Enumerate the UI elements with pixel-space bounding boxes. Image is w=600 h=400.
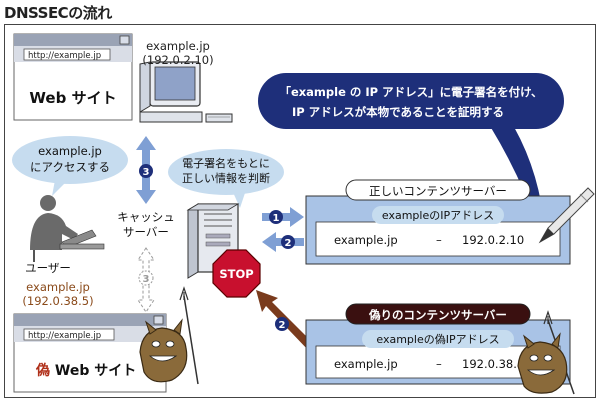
cache-speech-bubble: 電子署名をもとに 正しい情報を判断	[168, 149, 284, 208]
step-3-badge: 3	[143, 167, 150, 178]
callout-line-1: 「example の IP アドレス」に電子署名を付け、	[279, 85, 542, 99]
step-3-dashed-badge: 3	[143, 274, 150, 285]
user-label: ユーザー	[25, 261, 71, 275]
cache-label-line-1: キャッシュ	[117, 210, 175, 224]
step-3-arrow: 3	[136, 136, 156, 204]
fake-domain-text: example.jp	[26, 280, 90, 294]
legitimate-dash: –	[436, 233, 442, 247]
stop-label: STOP	[219, 267, 253, 281]
user-bubble-line-1: example.jp	[38, 144, 102, 158]
legitimate-address-header: exampleのIPアドレス	[382, 209, 494, 222]
window-control-icon	[119, 35, 130, 45]
fake-url-bar	[23, 328, 115, 341]
legitimate-server-title: 正しいコンテンツサーバー	[369, 184, 507, 198]
url-text: http://example.jp	[28, 51, 101, 61]
server-ip-text: (192.0.2.10)	[142, 53, 213, 67]
devil-icon-left	[139, 286, 199, 385]
fake-website-label: 偽 Web サイト	[35, 362, 136, 379]
step-2-badge-legit: 2	[285, 238, 292, 249]
web-server-computer-icon	[139, 61, 233, 123]
step-1-badge: 1	[273, 213, 280, 224]
fake-server-dash: –	[436, 357, 442, 371]
legit-website-label: Web サイト	[29, 89, 116, 107]
window-control-icon	[153, 315, 164, 325]
legitimate-ip: 192.0.2.10	[462, 233, 524, 247]
fake-ip-text: (192.0.38.5)	[22, 294, 93, 308]
fake-url-text: http://example.jp	[28, 331, 101, 341]
fake-address-header: exampleの偽IPアドレス	[376, 332, 499, 346]
user-bubble-line-2: にアクセスする	[30, 160, 110, 174]
step-2-arrow-fake: 2	[256, 290, 316, 352]
legitimate-domain: example.jp	[334, 233, 398, 247]
devil-icon-right	[517, 310, 575, 395]
legit-website-window: http://example.jp Web サイト	[13, 33, 133, 121]
cache-bubble-line-2: 正しい情報を判断	[182, 171, 270, 185]
legitimate-content-server: 正しいコンテンツサーバー exampleのIPアドレス example.jp –…	[305, 179, 571, 265]
fake-prefix: 偽	[35, 362, 50, 379]
fake-server-title: 偽りのコンテンツサーバー	[368, 308, 507, 322]
callout-line-2: IP アドレスが本物であることを証明する	[292, 105, 504, 119]
step-2-badge-fake: 2	[279, 320, 286, 331]
step-3-dashed-arrow: 3	[137, 247, 155, 313]
cache-bubble-line-1: 電子署名をもとに	[182, 156, 270, 170]
fake-server-ip: 192.0.38.	[462, 357, 517, 371]
fake-server-domain: example.jp	[334, 357, 398, 371]
signature-callout: 「example の IP アドレス」に電子署名を付け、 IP アドレスが本物で…	[258, 73, 564, 232]
user-speech-bubble: example.jp にアクセスする	[12, 136, 128, 196]
server-domain-text: example.jp	[146, 39, 210, 53]
stop-sign-icon: STOP	[212, 249, 261, 298]
pen-icon	[538, 187, 595, 244]
step-2-arrow-legit: 2	[262, 232, 304, 252]
page-title: DNSSECの流れ	[4, 4, 112, 22]
cache-label-line-2: サーバー	[123, 225, 169, 239]
step-1-arrow: 1	[262, 207, 304, 227]
fake-site-name: Web サイト	[50, 363, 136, 379]
user-icon	[30, 195, 105, 262]
url-bar	[23, 48, 111, 61]
